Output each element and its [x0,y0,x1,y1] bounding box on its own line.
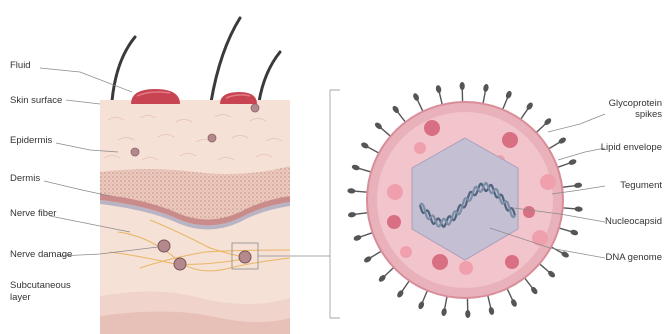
spike-head [435,85,442,94]
tegument-protein [540,174,556,190]
tegument-protein [532,230,548,246]
spike-head [353,234,362,242]
spike-head [574,182,583,188]
virus-particle-large [347,82,583,318]
label-fluid: Fluid [10,60,31,71]
label-epidermis: Epidermis [10,135,52,146]
tegument-protein [502,132,518,148]
virus-particle [131,148,139,156]
hair-left [112,37,135,101]
spike-head [348,212,357,218]
spike-head [363,255,373,264]
tegument-protein [523,206,535,218]
tegument-protein [387,184,403,200]
spike-head [412,92,420,101]
label-glycoprotein-line2: spikes [635,109,662,120]
blister-left [131,89,180,104]
spike-head [459,82,464,90]
spike-head [351,164,360,171]
virus-particle [239,251,251,263]
skin-cross-section [100,18,290,334]
tegument-protein [414,142,426,154]
tegument-protein [459,261,473,275]
spike-head [441,308,448,317]
spike-head [568,158,577,166]
label-skin-surface: Skin surface [10,95,62,106]
tegument-protein [400,246,412,258]
spike-head [505,90,513,99]
spike-head [574,206,582,212]
label-glycoprotein-line1: Glycoprotein [609,98,662,109]
label-nerve-damage: Nerve damage [10,249,72,260]
tegument-protein [387,215,401,229]
hair-middle [211,18,240,102]
spike-head [510,298,518,307]
virus-particle [174,258,186,270]
virus-particle [158,240,170,252]
spike-head [483,84,490,93]
label-nucleocapsid: Nucleocapsid [605,216,662,227]
label-subcutaneous-line2: layer [10,292,31,303]
label-subcutaneous-line1: Subcutaneous [10,280,71,291]
label-dermis: Dermis [10,173,40,184]
virus-particle [208,134,216,142]
tegument-protein [505,255,519,269]
spike-head [417,301,425,310]
tegument-protein [424,120,440,136]
label-tegument: Tegument [620,180,662,191]
spike-head [360,141,370,149]
spike-head [570,229,579,236]
label-dna-genome: DNA genome [605,252,662,263]
hair-right [259,52,280,102]
spike-head [488,306,495,315]
label-nerve-fiber: Nerve fiber [10,208,56,219]
virus-particle [251,104,259,112]
label-lipid-envelope: Lipid envelope [601,142,662,153]
tegument-protein [432,254,448,270]
blister-right [220,92,257,104]
spike-head [465,310,470,318]
spike-head [347,188,355,194]
spike-head [558,136,568,145]
